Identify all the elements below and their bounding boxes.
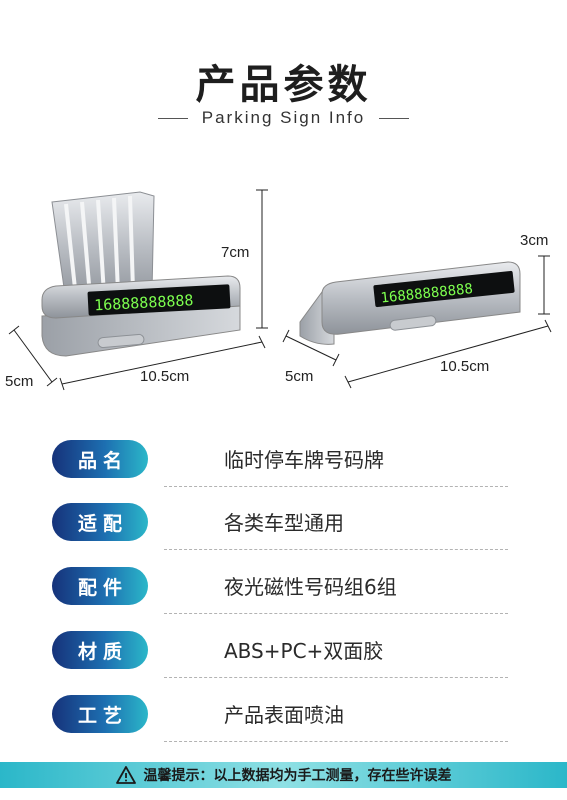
left-plate-number: 16888888888	[94, 291, 194, 314]
divider	[157, 117, 188, 119]
notice-banner: 温馨提示：以上数据均为手工测量，存在些许误差	[0, 762, 567, 788]
spec-row-process: 工艺 产品表面喷油	[52, 695, 508, 743]
left-parking-sign: 16888888888	[41, 191, 241, 357]
left-dimension-lines	[8, 189, 268, 391]
right-depth-label: 5cm	[285, 368, 314, 385]
page-subtitle: Parking Sign Info	[201, 108, 366, 127]
spec-row-name: 品名 临时停车牌号码牌	[52, 440, 508, 488]
spec-label: 品名	[52, 440, 148, 478]
left-width-label: 10.5cm	[140, 368, 190, 385]
dashed-divider	[164, 549, 508, 550]
right-dimension-lines	[282, 255, 552, 389]
spec-row-compatibility: 适配 各类车型通用	[52, 503, 508, 551]
right-width-label: 10.5cm	[440, 358, 490, 375]
dashed-divider	[164, 613, 508, 614]
spec-label: 材质	[52, 631, 148, 669]
page-title: 产品参数	[195, 62, 372, 108]
notice-text: 温馨提示：以上数据均为手工测量，存在些许误差	[143, 768, 452, 784]
spec-label: 配件	[52, 567, 148, 605]
spec-value: 临时停车牌号码牌	[224, 448, 384, 472]
product-illustration: 16888888888 16888888888	[8, 189, 552, 391]
dashed-divider	[164, 677, 508, 678]
phone-holder-fins	[51, 191, 155, 303]
privacy-switch	[97, 333, 145, 349]
spec-row-accessories: 配件 夜光磁性号码组6组	[52, 567, 508, 615]
spec-row-material: 材质 ABS+PC+双面胶	[52, 631, 508, 679]
spec-value: ABS+PC+双面胶	[224, 639, 384, 663]
spec-label: 工艺	[52, 695, 148, 733]
dashed-divider	[164, 486, 508, 487]
subtitle-row: Parking Sign Info	[0, 108, 567, 128]
privacy-switch	[389, 315, 437, 331]
warning-icon	[115, 766, 136, 784]
spec-label: 适配	[52, 503, 148, 541]
spec-value: 产品表面喷油	[224, 703, 344, 727]
dashed-divider	[164, 741, 508, 742]
right-parking-sign: 16888888888	[299, 261, 521, 345]
spec-value: 各类车型通用	[224, 511, 344, 535]
spec-value: 夜光磁性号码组6组	[224, 575, 397, 599]
divider	[379, 117, 410, 119]
left-depth-label: 5cm	[5, 373, 34, 390]
left-height-label: 7cm	[221, 244, 250, 261]
right-height-label: 3cm	[520, 232, 549, 249]
